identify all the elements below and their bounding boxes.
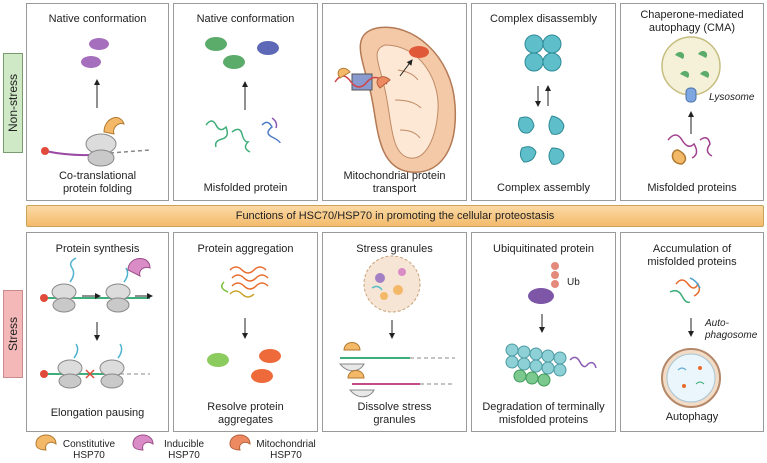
panel-bottom-label: Co-translational protein folding <box>58 170 137 195</box>
proteasome-icon <box>505 343 597 387</box>
panel-top-label: Chaperone-mediated autophagy (CMA) <box>640 9 744 34</box>
stress-granule-icon <box>363 255 421 313</box>
panel-bottom-label: Degradation of terminally misfolded prot… <box>482 401 605 426</box>
subunits-icon <box>517 115 565 165</box>
functions-banner: Functions of HSC70/HSP70 in promoting th… <box>26 205 764 227</box>
autophagosome-label: Auto-phagosome <box>705 318 758 341</box>
panel-top-label: Native conformation <box>48 13 147 25</box>
lysosome-icon <box>661 36 721 103</box>
non-stress-side-label: Non-stress <box>3 53 23 153</box>
panel-complex-assembly: Complex disassembly Complex assembly <box>471 3 616 201</box>
legend-mitochondrial-label: Mitochondrial HSP70 <box>256 439 316 461</box>
constitutive-hsp70-icon <box>35 434 57 451</box>
native-proteins-icon <box>81 38 109 68</box>
panel-bottom-label: Misfolded proteins <box>647 182 737 194</box>
panel-bottom-label: Dissolve stress granules <box>357 401 432 426</box>
panel-bottom-label: Elongation pausing <box>50 407 145 419</box>
misfolded-aggregate-icon <box>669 277 701 304</box>
panel-top-label: Protein synthesis <box>55 243 140 255</box>
aggregate-icon <box>221 266 269 298</box>
dissolved-mrnp-icon <box>338 342 455 398</box>
stress-side-label: Stress <box>3 290 23 378</box>
ribosome-pausing-icon <box>40 343 150 389</box>
misfolded-proteins-cma-icon <box>667 134 713 165</box>
autophagosome-icon <box>661 348 721 408</box>
protein-complex-icon <box>524 34 562 72</box>
panel-top-label: Accumulation of misfolded proteins <box>647 243 737 268</box>
refolded-proteins-icon <box>205 37 279 69</box>
mitochondrion-icon <box>334 26 457 173</box>
panel-bottom-label: Misfolded protein <box>203 182 288 194</box>
misfolded-chains-icon <box>205 117 281 153</box>
panel-ubiquitinated-protein: Ubiquitinated protein Degradation of ter… <box>471 232 616 432</box>
panel-top-label: Native conformation <box>196 13 295 25</box>
ub-label: Ub <box>567 277 580 288</box>
legend-constitutive-label: Constitutive HSP70 <box>62 439 116 461</box>
panel-top-label: Stress granules <box>356 243 433 255</box>
panel-top-label: Complex disassembly <box>490 13 597 25</box>
banner-text: Functions of HSC70/HSP70 in promoting th… <box>235 210 555 222</box>
lysosome-label: Lysosome <box>709 92 755 103</box>
resolved-proteins-icon <box>207 349 281 383</box>
ubiquitin-chain-icon <box>528 262 559 304</box>
legend-inducible-label: Inducible HSP70 <box>163 439 205 461</box>
panel-bottom-label: Mitochondrial protein transport <box>343 170 446 195</box>
panel-stress-granules: Stress granules Dissolve stress granules <box>322 232 467 432</box>
mitochondrial-hsp70-icon <box>229 434 251 451</box>
panel-bottom-label: Complex assembly <box>497 182 590 194</box>
inducible-hsp70-icon <box>132 434 154 451</box>
panel-top-label: Ubiquitinated protein <box>493 243 594 255</box>
panel-top-label: Protein aggregation <box>197 243 294 255</box>
panel-bottom-label: Resolve protein aggregates <box>207 401 284 426</box>
ribosome-translation-icon <box>40 257 153 313</box>
panel-bottom-label: Autophagy <box>665 411 719 423</box>
ribosome-icon <box>41 117 151 167</box>
